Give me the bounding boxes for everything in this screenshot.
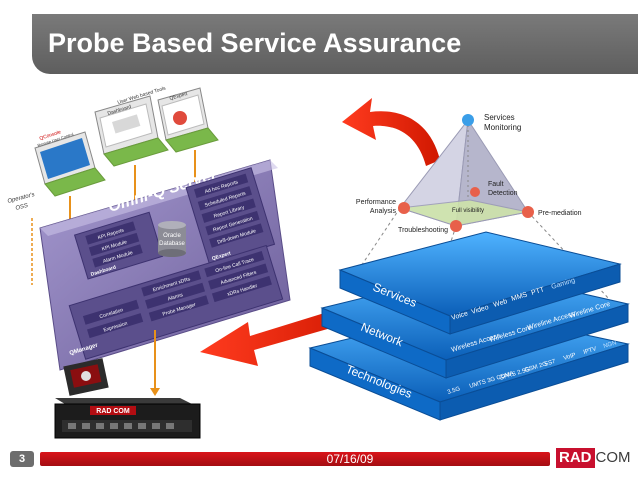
performance-label-line1: Performance: [356, 199, 396, 206]
footer-bar: [40, 452, 550, 466]
slide-date: 07/16/09: [326, 452, 374, 466]
appliance-logo: RAD COM: [96, 408, 130, 415]
qexpert-laptop: QExpert: [157, 87, 219, 153]
logo-com: COM: [595, 449, 631, 466]
performance-node: [398, 202, 410, 214]
pre-mediation-label: Pre-mediation: [538, 210, 582, 217]
database-label-line1: Oracle: [163, 233, 181, 239]
troubleshooting-label: Troubleshooting: [398, 227, 448, 234]
service-item-4: PTT: [531, 286, 546, 297]
pre-mediation-node: [522, 206, 534, 218]
qexpert-laptop-label: QExpert: [169, 91, 189, 102]
database-label-line2: Database: [159, 241, 185, 247]
apex-label-line1: Services: [484, 113, 515, 122]
architecture-diagram: QConsole Remote User Control Dashboard Q…: [7, 85, 291, 439]
troubleshooting-node: [450, 220, 462, 232]
operators-oss-line2: OSS: [15, 203, 29, 212]
slide-number: 3: [10, 451, 34, 467]
service-item-1: Video: [471, 304, 490, 316]
tech-item-7: NGN: [603, 340, 618, 350]
logo-rad: RAD: [556, 448, 595, 468]
tech-item-0: 3.5G: [447, 386, 462, 396]
tech-item-5: VoIP: [563, 352, 577, 361]
fault-label-line2: Detection: [488, 190, 518, 197]
operators-oss-line1: Operator's: [7, 192, 35, 205]
qexpert-box: Ad hoc Reports Scheduled Reports Report …: [185, 167, 276, 265]
dashboard-box: KPI Reports KPI Module Alarm Module Dash…: [73, 211, 164, 280]
dashboard-laptop: Dashboard: [94, 95, 169, 167]
service-item-2: Web: [493, 298, 509, 309]
service-item-0: Voice: [451, 310, 470, 322]
qmanager-mid-1: Alarms: [167, 292, 184, 302]
performance-label-line2: Analysis: [370, 208, 397, 215]
service-item-3: MMS: [511, 291, 529, 303]
qconsole-laptop: QConsole Remote User Control: [34, 129, 106, 197]
fault-node: [470, 187, 480, 197]
apex-node: [462, 114, 474, 126]
qmanager-box: Correlation Expression Enrichment xDRs A…: [68, 244, 284, 360]
apex-label-line2: Monitoring: [484, 123, 521, 132]
oracle-database: Oracle Database: [158, 221, 186, 257]
red-arrow-top: [342, 98, 440, 166]
layer-services: Services Voice Video Web MMS PTT Gaming: [338, 231, 622, 335]
layer-stack: Technologies 3.5G UMTS 3G CDMA GPRS 2.5G…: [308, 231, 630, 421]
title-bar: Probe Based Service Assurance: [32, 14, 638, 74]
probe-appliance: RAD COM: [54, 398, 201, 439]
qexpert-box-label: QExpert: [211, 251, 232, 263]
page-title: Probe Based Service Assurance: [48, 28, 462, 58]
probe-card-icon: [63, 358, 109, 396]
fault-label-line1: Fault: [488, 181, 504, 188]
full-visibility-label: Full visibility: [452, 208, 484, 214]
assurance-pyramid: Services Monitoring Fault Detection Perf…: [344, 113, 611, 301]
tech-item-4: SS7: [544, 359, 557, 368]
tech-item-6: IPTV: [583, 346, 598, 356]
